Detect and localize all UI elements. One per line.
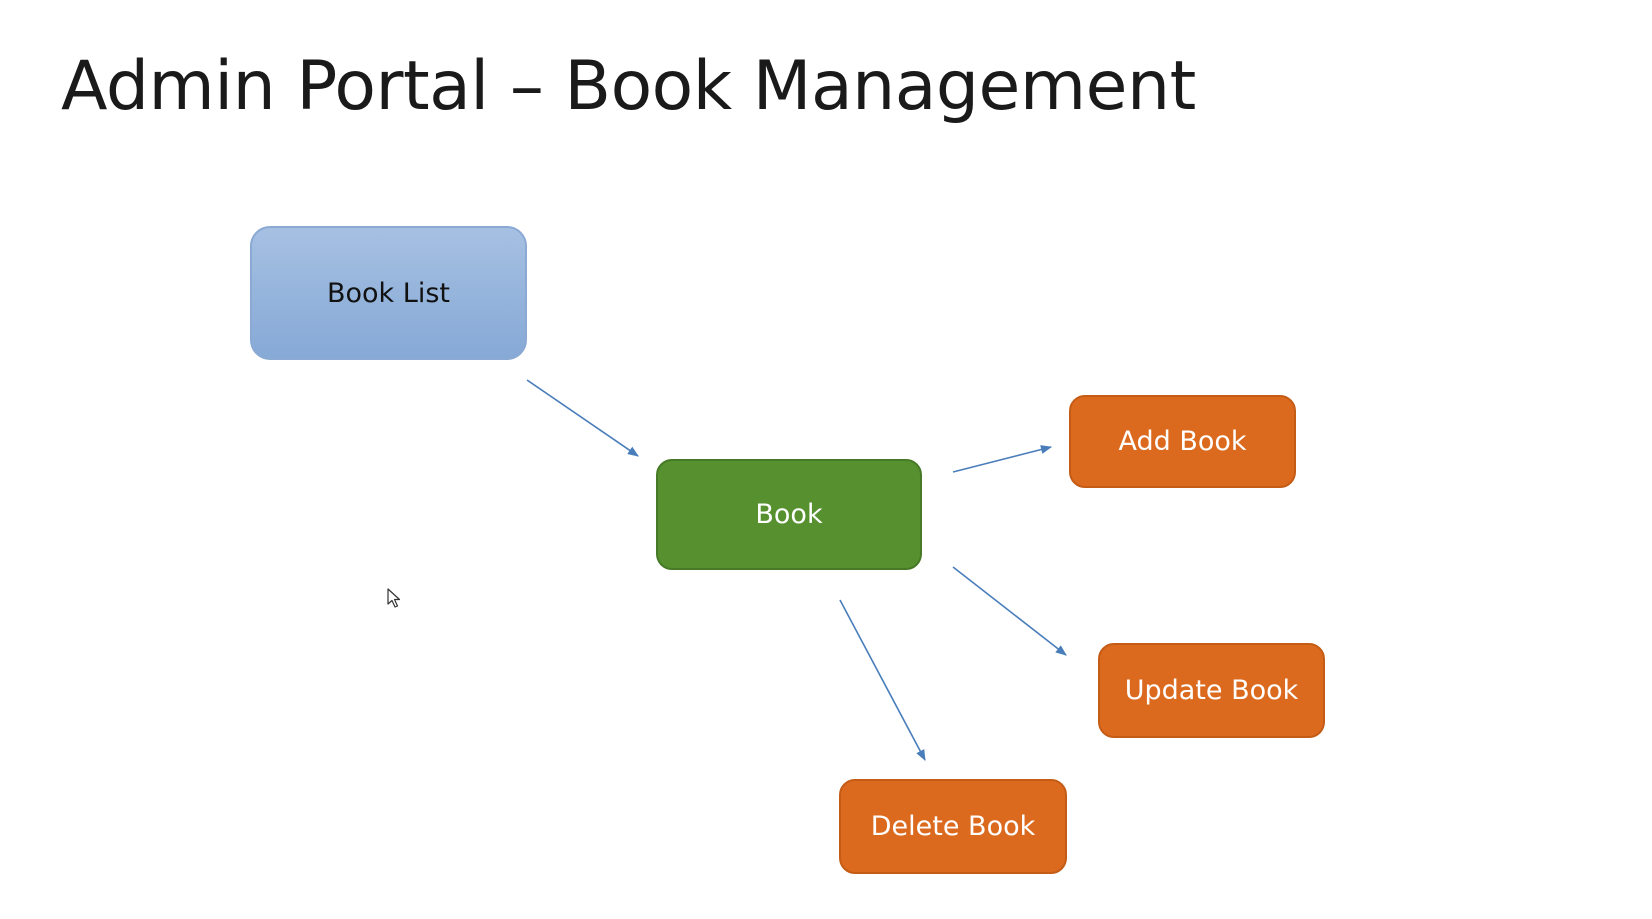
arrow-book-list-to-book	[526, 379, 639, 457]
node-book-list[interactable]: Book List	[250, 226, 527, 360]
slide-title: Admin Portal – Book Management	[61, 47, 1196, 126]
node-update-book[interactable]: Update Book	[1098, 643, 1325, 738]
mouse-pointer-icon	[387, 588, 401, 608]
node-add-book[interactable]: Add Book	[1069, 395, 1296, 488]
node-add-book-label: Add Book	[1118, 426, 1247, 457]
arrow-book-to-delete-book	[839, 599, 926, 761]
arrow-book-to-add-book	[952, 445, 1053, 473]
node-book-label: Book	[755, 499, 823, 530]
node-book-list-label: Book List	[327, 277, 450, 309]
arrow-book-to-update-book	[952, 566, 1067, 656]
node-delete-book[interactable]: Delete Book	[839, 779, 1067, 874]
node-book[interactable]: Book	[656, 459, 922, 570]
node-update-book-label: Update Book	[1124, 675, 1299, 706]
node-delete-book-label: Delete Book	[870, 811, 1036, 842]
